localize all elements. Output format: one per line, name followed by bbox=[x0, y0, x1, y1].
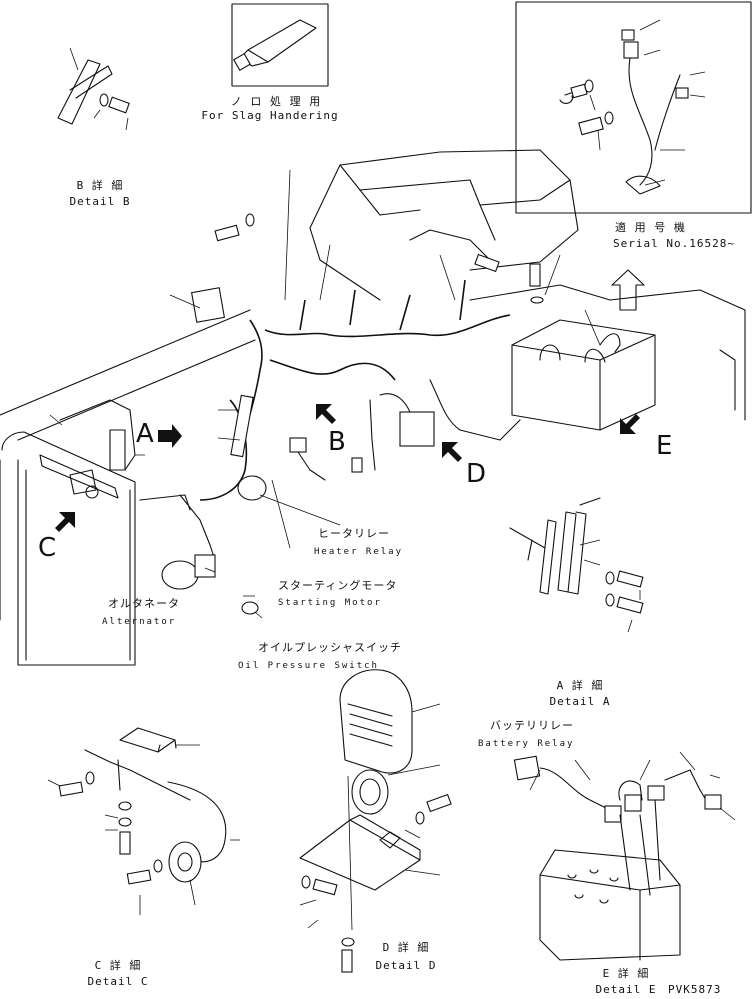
detail-c-title-en: Detail C bbox=[87, 975, 149, 988]
detail-d-parts bbox=[299, 669, 452, 973]
battery-relay-en: Battery Relay bbox=[478, 739, 575, 749]
slag-tube-inset bbox=[231, 3, 329, 87]
battery-relay-jp: バッテリリレー bbox=[490, 719, 574, 732]
detail-e-title-jp: E 詳 細 bbox=[602, 967, 650, 980]
alternator-en: Alternator bbox=[102, 617, 177, 627]
oil-pressure-switch-jp: オイルプレッシャスイッチ bbox=[258, 641, 402, 654]
heater-relay-jp: ヒータリレー bbox=[318, 527, 390, 540]
callout-c: C bbox=[38, 533, 57, 563]
detail-b-parts bbox=[57, 47, 130, 131]
detail-c-title-jp: C 詳 細 bbox=[94, 959, 142, 972]
detail-a-title-en: Detail A bbox=[549, 695, 611, 708]
starting-motor-jp: スターティングモータ bbox=[278, 579, 398, 592]
engine-assembly bbox=[0, 149, 746, 666]
callout-b: B bbox=[328, 427, 346, 457]
detail-c-parts bbox=[47, 727, 240, 915]
detail-b-title-jp: B 詳 細 bbox=[76, 179, 124, 192]
detail-d-title-en: Detail D bbox=[375, 959, 437, 972]
detail-a-parts bbox=[509, 497, 644, 633]
alternator-jp: オルタネータ bbox=[108, 597, 180, 610]
detail-b-title-en: Detail B bbox=[69, 195, 131, 208]
callout-e: E bbox=[656, 431, 673, 461]
slag-label-jp: ノ ロ 処 理 用 bbox=[230, 95, 322, 108]
detail-e-parts bbox=[513, 751, 736, 961]
drawing-number: PVK5873 bbox=[668, 983, 722, 996]
slag-label-en: For Slag Handering bbox=[201, 109, 339, 122]
oil-pressure-switch-en: Oil Pressure Switch bbox=[238, 661, 379, 671]
detail-d-title-jp: D 詳 細 bbox=[382, 941, 430, 954]
starting-motor-en: Starting Motor bbox=[278, 598, 382, 608]
serial-label-en: Serial No.16528~ bbox=[613, 237, 735, 250]
detail-a-title-jp: A 詳 細 bbox=[556, 679, 604, 692]
heater-relay-en: Heater Relay bbox=[314, 547, 404, 557]
callout-d: D bbox=[466, 459, 487, 489]
detail-e-title-en: Detail E bbox=[595, 983, 657, 996]
detail-e-inset bbox=[515, 1, 752, 214]
callout-a: A bbox=[136, 419, 154, 449]
serial-label-jp: 適 用 号 機 bbox=[615, 221, 686, 234]
